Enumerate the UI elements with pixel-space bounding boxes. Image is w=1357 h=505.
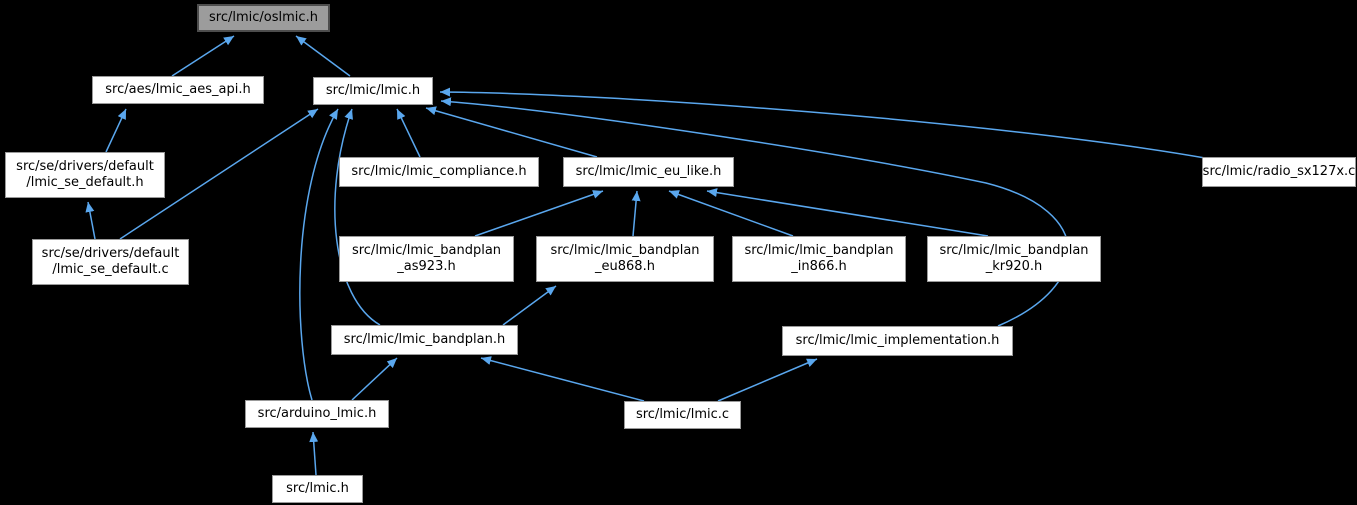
graph-node-bandplan_kr920_h[interactable]: src/lmic/lmic_bandplan _kr920.h <box>927 236 1101 282</box>
include-edge-lmic_se_default_c-to-lmic_se_default_h <box>85 201 96 240</box>
include-edge-lmic_bandplan_h-to-lmic_h <box>334 108 381 326</box>
graph-node-radio_sx127x_c[interactable]: src/lmic/radio_sx127x.c <box>1202 157 1356 187</box>
include-edge-bandplan_eu868_h-to-lmic_eu_like_h <box>631 190 641 237</box>
include-edge-lmic_c-to-lmic_bandplan_h <box>480 356 645 402</box>
include-edge-lmic_se_default_c-to-lmic_h <box>119 108 319 240</box>
graph-node-src_lmic_h[interactable]: src/lmic.h <box>272 475 363 503</box>
include-edge-lmic_eu_like_h-to-lmic_h <box>425 106 598 158</box>
include-edge-lmic_h-to-oslmic_h <box>295 35 351 77</box>
include-edge-lmic_aes_api_h-to-oslmic_h <box>171 35 235 77</box>
include-edge-arduino_lmic_h-to-lmic_h <box>299 108 339 401</box>
graph-node-bandplan_eu868_h[interactable]: src/lmic/lmic_bandplan _eu868.h <box>536 236 714 282</box>
graph-node-lmic_implementation_h[interactable]: src/lmic/lmic_implementation.h <box>782 326 1013 356</box>
include-edge-lmic_compliance_h-to-lmic_h <box>396 108 421 158</box>
graph-node-lmic_bandplan_h[interactable]: src/lmic/lmic_bandplan.h <box>331 325 518 355</box>
graph-node-lmic_aes_api_h[interactable]: src/aes/lmic_aes_api.h <box>92 76 264 104</box>
include-edge-bandplan_kr920_h-to-lmic_eu_like_h <box>706 188 989 237</box>
graph-node-bandplan_in866_h[interactable]: src/lmic/lmic_bandplan _in866.h <box>732 236 906 282</box>
graph-node-lmic_se_default_h[interactable]: src/se/drivers/default /lmic_se_default.… <box>5 152 165 198</box>
include-edge-radio_sx127x_c-to-lmic_h <box>439 87 1206 159</box>
graph-node-bandplan_as923_h[interactable]: src/lmic/lmic_bandplan _as923.h <box>339 236 514 282</box>
include-edge-bandplan_in866_h-to-lmic_eu_like_h <box>668 190 794 237</box>
include-edge-src_lmic_h-to-arduino_lmic_h <box>309 431 319 476</box>
include-edge-bandplan_as923_h-to-lmic_eu_like_h <box>474 190 604 237</box>
include-edge-lmic_bandplan_h-to-bandplan_eu868_h <box>502 285 557 326</box>
graph-node-lmic_h[interactable]: src/lmic/lmic.h <box>313 77 433 105</box>
graph-node-lmic_eu_like_h[interactable]: src/lmic/lmic_eu_like.h <box>563 157 734 187</box>
include-edge-lmic_se_default_h-to-lmic_aes_api_h <box>105 108 127 153</box>
include-edge-lmic_c-to-lmic_implementation_h <box>717 358 818 402</box>
graph-node-arduino_lmic_h[interactable]: src/arduino_lmic.h <box>245 400 389 428</box>
graph-node-oslmic_h[interactable]: src/lmic/oslmic.h <box>197 4 330 32</box>
graph-node-lmic_compliance_h[interactable]: src/lmic/lmic_compliance.h <box>339 157 539 187</box>
include-edge-arduino_lmic_h-to-lmic_bandplan_h <box>351 357 398 401</box>
include-edge-lmic_implementation_h-to-lmic_h <box>440 97 1070 327</box>
graph-node-lmic_se_default_c[interactable]: src/se/drivers/default /lmic_se_default.… <box>32 239 189 285</box>
graph-node-lmic_c[interactable]: src/lmic/lmic.c <box>624 401 741 429</box>
